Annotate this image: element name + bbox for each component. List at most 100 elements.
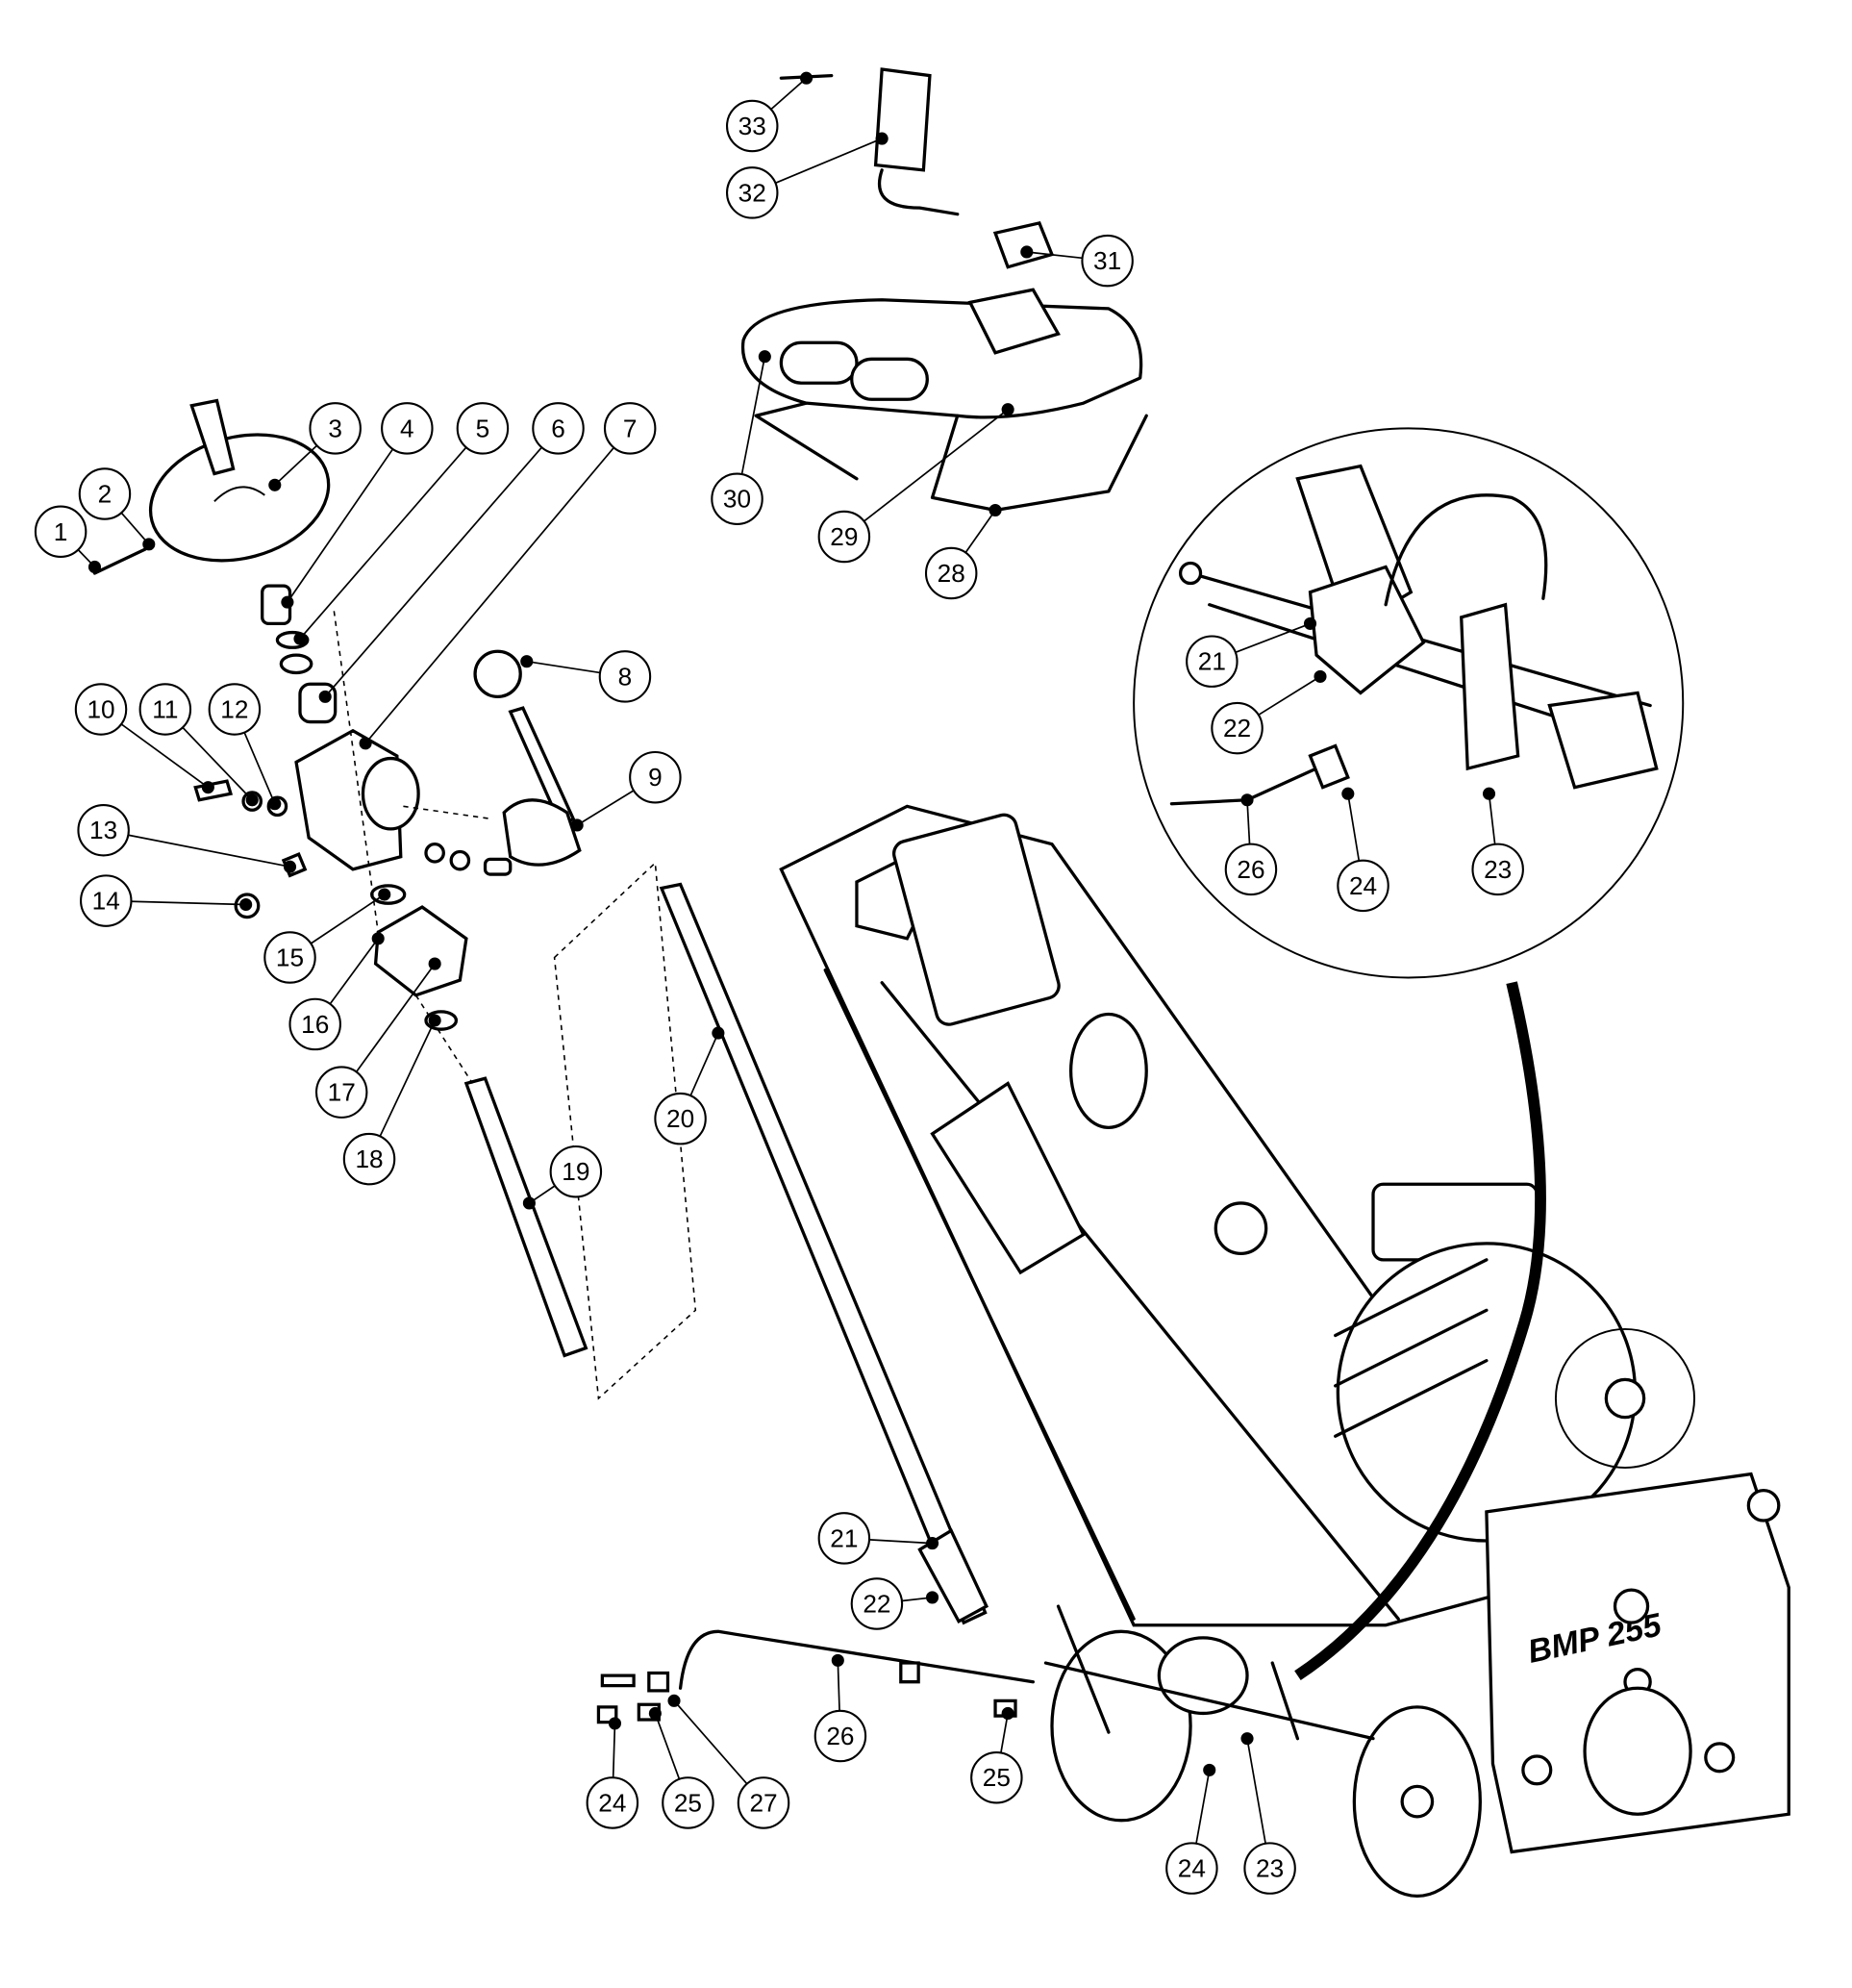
leader-dot <box>371 932 385 945</box>
leader-dot <box>989 503 1002 517</box>
leader-dot <box>875 132 888 145</box>
callout-circle <box>924 546 978 600</box>
callout-8: 8 <box>520 650 652 703</box>
leader-line <box>1195 1770 1211 1844</box>
leader-dot <box>245 793 259 807</box>
leader-dot <box>283 860 297 873</box>
leader-line <box>526 660 601 674</box>
callout-25: 25 <box>970 1706 1023 1804</box>
leader-line <box>120 512 150 545</box>
leader-line <box>689 1032 719 1096</box>
callout-label: 26 <box>826 1722 854 1750</box>
leader-dot <box>359 737 372 750</box>
callout-label: 20 <box>666 1104 694 1133</box>
callout-circle <box>603 402 657 455</box>
callout-label: 21 <box>830 1523 858 1552</box>
leader-line <box>868 1539 933 1545</box>
leader-dot <box>712 1026 725 1040</box>
leader-dot <box>608 1717 622 1730</box>
callout-label: 5 <box>476 414 490 442</box>
leader-dot <box>520 655 534 668</box>
callout-23: 23 <box>1471 787 1524 896</box>
leader-dot <box>201 781 214 794</box>
callout-19: 19 <box>522 1145 603 1210</box>
callout-circle <box>381 402 434 455</box>
callout-15: 15 <box>263 888 391 984</box>
callout-circle <box>1224 843 1278 896</box>
callout-24: 24 <box>586 1717 639 1829</box>
callout-11: 11 <box>138 683 259 807</box>
leader-dot <box>1001 403 1014 416</box>
callout-circle <box>80 874 133 927</box>
leader-line <box>364 446 614 744</box>
leader-dot <box>522 1196 536 1210</box>
callout-circle <box>77 803 130 857</box>
callout-circle <box>549 1145 603 1198</box>
leader-line <box>324 446 542 697</box>
callout-3: 3 <box>268 402 362 491</box>
detail-view <box>1133 427 1685 979</box>
callout-circle <box>1165 1842 1218 1895</box>
leader-dot <box>318 690 332 703</box>
callout-label: 22 <box>863 1589 890 1618</box>
leader-line <box>1346 793 1361 862</box>
callout-2: 2 <box>78 467 156 551</box>
callout-label: 30 <box>723 485 751 514</box>
callout-circle <box>138 683 192 736</box>
leader-dot <box>268 478 282 491</box>
callout-label: 14 <box>92 887 120 916</box>
callout-circle <box>1211 701 1264 755</box>
callout-circle <box>74 683 128 736</box>
leader-line <box>120 723 209 789</box>
callout-label: 24 <box>1178 1854 1206 1883</box>
callout-label: 24 <box>1349 871 1377 900</box>
callout-16: 16 <box>288 932 385 1051</box>
callout-label: 28 <box>938 559 965 588</box>
leader-line <box>1235 622 1311 654</box>
callout-label: 25 <box>983 1763 1011 1792</box>
leader-dot <box>268 797 282 811</box>
callout-label: 33 <box>738 112 766 140</box>
callout-circle <box>813 1709 867 1763</box>
callout-circle <box>78 467 132 520</box>
leader-line <box>1246 799 1251 844</box>
leader-line <box>1246 1738 1266 1844</box>
callout-10: 10 <box>74 683 214 794</box>
callout-circle <box>586 1776 639 1829</box>
callout-label: 11 <box>152 694 178 723</box>
leader-line <box>576 790 635 826</box>
callout-circle <box>850 1577 904 1630</box>
leader-dot <box>1001 1706 1014 1720</box>
shaft-parts <box>193 584 989 1625</box>
leader-line <box>131 900 246 906</box>
callout-label: 31 <box>1093 246 1121 275</box>
callout-circle <box>263 931 316 984</box>
callout-29: 29 <box>817 403 1014 564</box>
callout-9: 9 <box>570 750 682 832</box>
callout-20: 20 <box>654 1026 725 1145</box>
leader-dot <box>293 632 307 645</box>
callout-label: 23 <box>1484 855 1512 884</box>
callout-circle <box>208 683 262 736</box>
callout-label: 13 <box>89 816 117 844</box>
callout-label: 15 <box>276 944 304 972</box>
handle-assembly <box>740 67 1148 513</box>
callout-circle <box>314 1066 368 1119</box>
leader-dot <box>239 897 253 912</box>
leader-dot <box>1482 787 1496 800</box>
callout-circle <box>725 166 779 219</box>
leader-dot <box>1203 1763 1216 1776</box>
callout-22: 22 <box>1211 669 1327 755</box>
leader-dot <box>142 538 156 551</box>
leader-dot <box>1341 787 1355 800</box>
leader-dot <box>831 1653 844 1667</box>
callout-label: 1 <box>54 517 68 546</box>
callout-circle <box>598 650 652 703</box>
callout-label: 25 <box>674 1788 702 1817</box>
leader-line <box>612 1723 616 1778</box>
leader-line <box>837 1660 840 1711</box>
callout-circle <box>970 1751 1023 1804</box>
leader-line <box>1258 675 1321 717</box>
leader-line <box>1000 1713 1009 1753</box>
leader-line <box>287 448 394 603</box>
